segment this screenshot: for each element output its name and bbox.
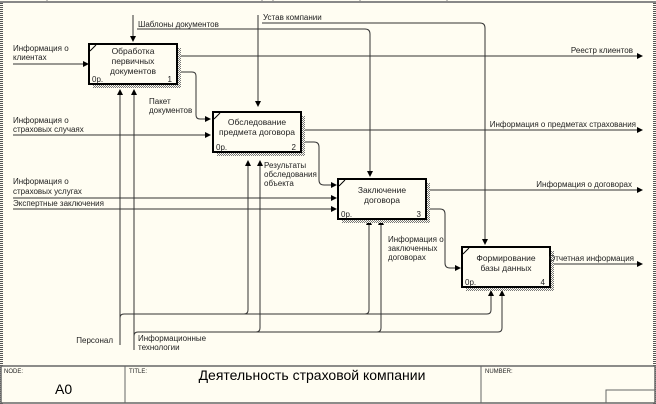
label-expert-conclusions: Экспертные заключения	[13, 199, 104, 208]
label-info-clients-2: клиентах	[13, 53, 47, 62]
label-client-registry: Реестр клиентов	[571, 46, 633, 55]
number-label: NUMBER:	[485, 369, 513, 375]
activity-box-3[interactable]: Заключение договора 0р. 3	[337, 178, 430, 223]
box-1-label-line-1: Обработка	[112, 46, 155, 56]
label-insurance-cases-2: страховых случаях	[13, 125, 84, 134]
label-it-1: Информационные	[138, 334, 207, 343]
activity-box-2[interactable]: Обследование предмета договора 0р. 2	[212, 111, 305, 156]
frame-border-left	[0, 0, 3, 404]
top-frame	[0, 0, 656, 3]
arrow-it-branch-3[interactable]	[256, 219, 384, 333]
box-1-label-line-3: документов	[110, 66, 156, 76]
label-doc-package-1: Пакет	[149, 97, 171, 106]
box-2-label-line-2: предмета договора	[219, 127, 295, 137]
arrow-survey-results[interactable]	[302, 141, 337, 188]
box-2-label-line-1: Обследование	[228, 117, 286, 127]
box-3-label-line-1: Заключение	[358, 185, 406, 195]
arrow-personnel-branch-4[interactable]	[365, 290, 494, 315]
arrow-doc-package[interactable]	[180, 71, 211, 122]
box-4-cost: 0р.	[465, 278, 476, 287]
box-2-cost: 0р.	[216, 143, 227, 152]
node-value: A0	[55, 381, 72, 397]
label-doc-package-2: документов	[149, 106, 192, 115]
label-insurance-cases-1: Информация о	[13, 116, 69, 125]
arrow-it-branch-4[interactable]	[377, 290, 505, 333]
box-4-label-line-2: базы данных	[480, 263, 532, 273]
label-survey-results-2: обследования	[264, 170, 317, 179]
activity-box-4[interactable]: Формирование базы данных 0р. 4	[461, 246, 554, 291]
box-4-label-line-1: Формирование	[476, 253, 536, 263]
box-3-cost: 0р.	[341, 210, 352, 219]
label-insurance-services-2: страховых услугах	[13, 187, 82, 196]
box-1-label-line-2: первичных	[112, 56, 156, 66]
arrow-concluded-contracts[interactable]	[427, 208, 461, 271]
box-2-number: 2	[292, 143, 297, 152]
label-company-charter: Устав компании	[263, 13, 322, 22]
label-personnel: Персонал	[76, 336, 113, 345]
label-survey-results-3: объекта	[264, 179, 294, 188]
label-survey-results-1: Результаты	[264, 161, 306, 170]
box-3-label-line-2: договора	[364, 195, 400, 205]
frame-border-right	[653, 0, 656, 404]
arrow-it-branch[interactable]	[133, 160, 263, 337]
label-report-info: Отчетная информация	[549, 254, 634, 263]
label-concluded-contracts-1: Информация о	[388, 235, 444, 244]
label-insured-objects-info: Информация о предметах страхования	[490, 120, 636, 129]
footer: NODE: A0 TITLE: Деятельность страховой к…	[0, 365, 656, 404]
arrow-personnel-branch-3[interactable]	[244, 219, 372, 315]
arrow-personnel-branch[interactable]	[119, 160, 251, 319]
label-info-clients-1: Информация о	[13, 44, 69, 53]
label-concluded-contracts-2: заключенных	[388, 244, 437, 253]
arrow-company-charter-branch[interactable]	[262, 22, 488, 245]
label-contracts-info: Информация о договорах	[536, 180, 632, 189]
label-concluded-contracts-3: договорах	[388, 253, 426, 262]
label-it-2: технологии	[138, 343, 180, 352]
node-label: NODE:	[4, 369, 23, 375]
label-insurance-services-1: Информация о	[13, 177, 69, 186]
activity-box-1[interactable]: Обработка первичных документов 0р. 1	[88, 43, 181, 88]
box-1-cost: 0р.	[92, 75, 103, 84]
label-doc-templates: Шаблоны документов	[138, 20, 219, 29]
arrow-doc-templates-branch[interactable]	[137, 28, 373, 177]
box-1-number: 1	[168, 75, 173, 84]
box-4-number: 4	[541, 278, 546, 287]
diagram-title: Деятельность страховой компании	[199, 367, 426, 383]
title-label: TITLE:	[129, 369, 147, 375]
box-3-number: 3	[417, 210, 422, 219]
